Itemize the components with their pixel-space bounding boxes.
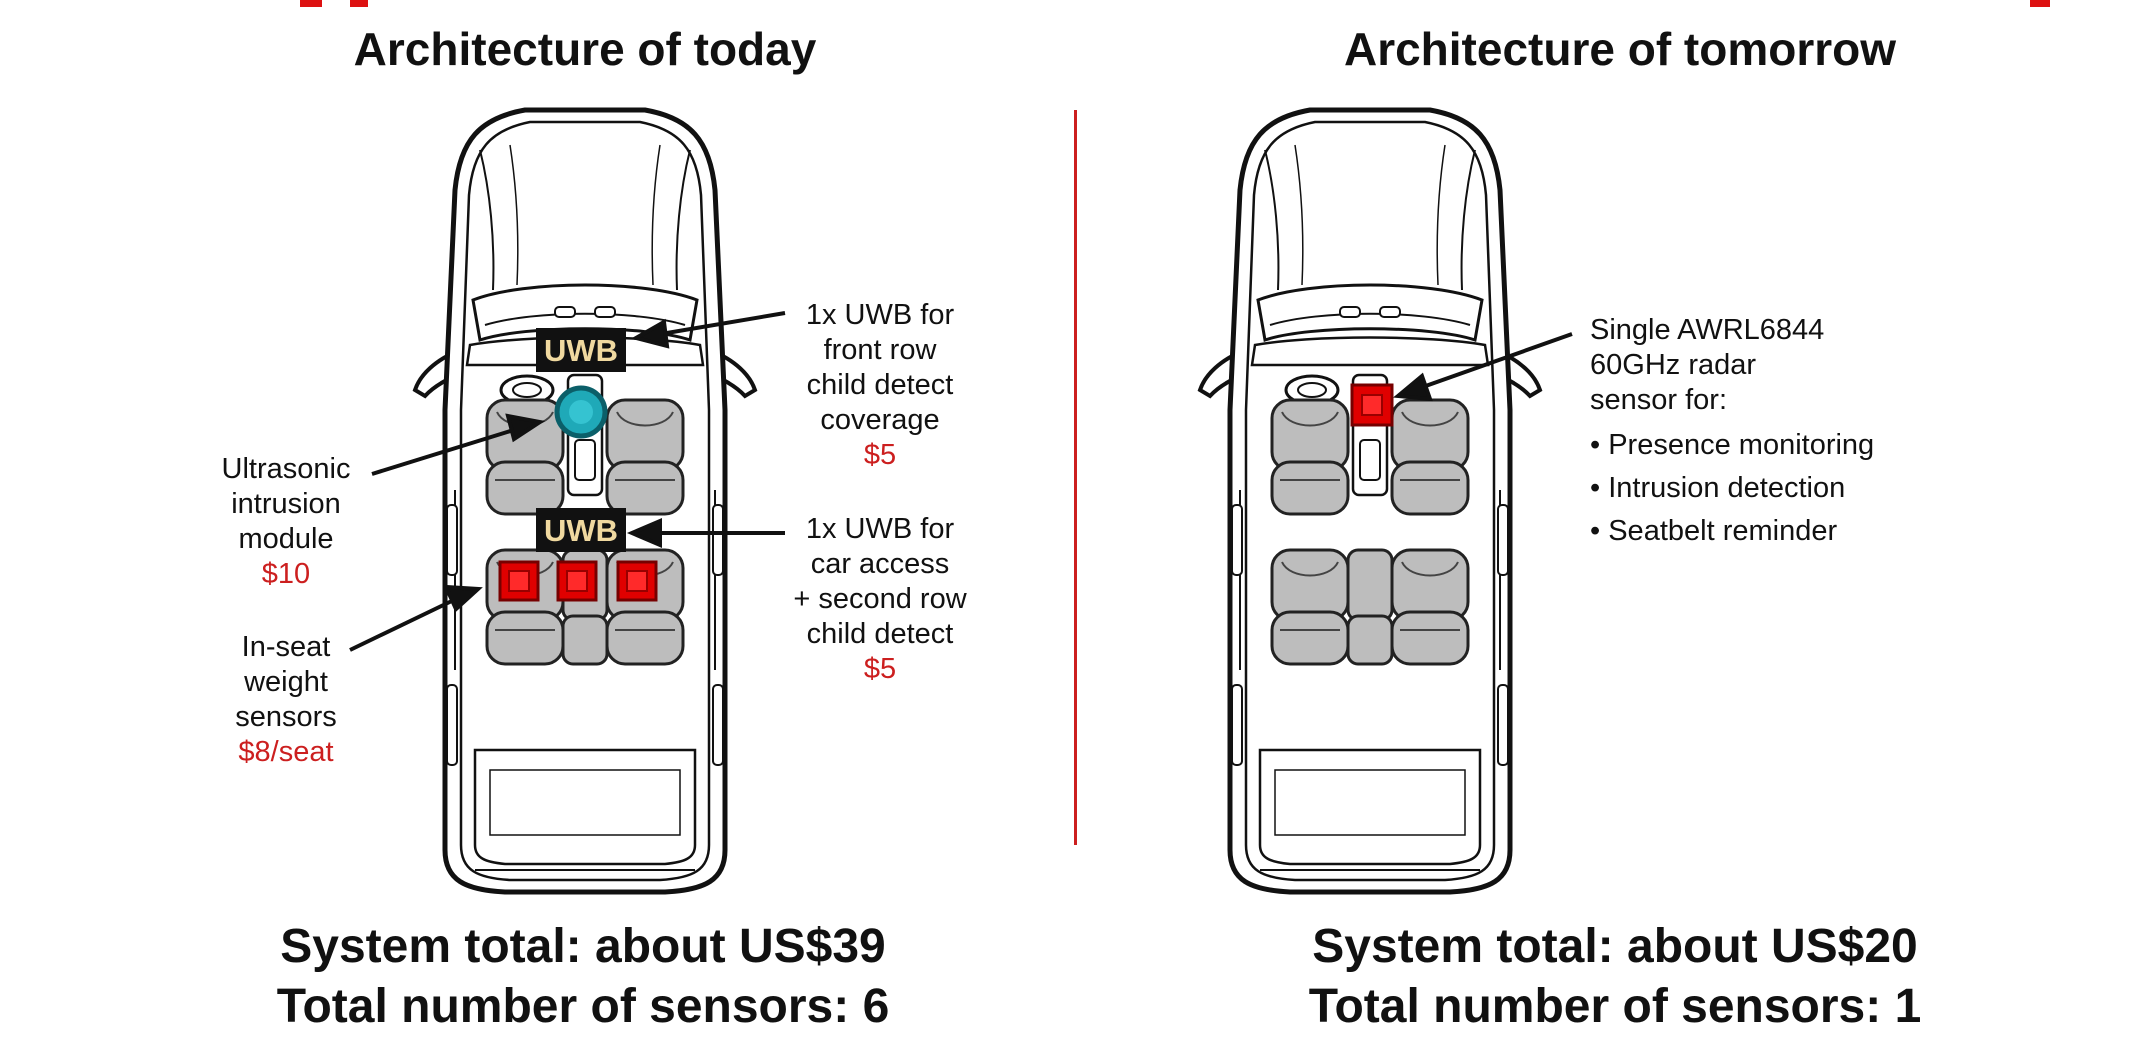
annotation-arrows-left: [349, 311, 786, 652]
uwb-access-annotation: 1x UWB for car access + second row child…: [793, 513, 967, 685]
left-title: Architecture of today: [353, 23, 817, 75]
header-remnant-left: [300, 0, 322, 7]
weight-sensor-price: $8/seat: [238, 736, 334, 768]
right-car: [1200, 110, 1540, 892]
weight-sensor-icon: [556, 560, 598, 602]
ultrasonic-price: $10: [261, 558, 311, 590]
right-title: Architecture of tomorrow: [1343, 23, 1897, 75]
weight-sensor-annotation: In-seat weight sensors $8/seat: [235, 631, 337, 768]
weight-sensor-icon: [498, 560, 540, 602]
uwb-front-annotation: 1x UWB for front row child detect covera…: [805, 299, 955, 471]
divider-line: [1074, 110, 1077, 845]
svg-text:UWB: UWB: [544, 333, 618, 368]
radar-description: Single AWRL6844 60GHz radar sensor for: …: [1590, 313, 1874, 553]
radar-feature-list: Presence monitoring Intrusion detection …: [1590, 424, 1874, 553]
right-totals: System total: about US$20 Total number o…: [1309, 917, 1922, 1037]
ultrasonic-module-icon: [554, 385, 608, 439]
header-remnant-right: [2030, 0, 2050, 7]
list-item: Intrusion detection: [1590, 467, 1874, 510]
uwb-rear-icon: UWB: [536, 508, 626, 552]
ultrasonic-annotation: Ultrasonic intrusion module $10: [221, 453, 351, 590]
left-totals: System total: about US$39 Total number o…: [277, 917, 890, 1037]
annotation-arrow-right: [1393, 332, 1573, 402]
svg-text:UWB: UWB: [544, 513, 618, 548]
right-sensor-count: Total number of sensors: 1: [1308, 980, 1922, 1033]
left-sensor-count: Total number of sensors: 6: [276, 980, 890, 1033]
header-remnant-left-2: [350, 0, 368, 7]
right-system-total: System total: about US$20: [1312, 920, 1918, 973]
uwb-front-price: $5: [863, 439, 897, 471]
radar-sensor-icon: [1350, 383, 1394, 427]
uwb-front-icon: UWB: [536, 328, 626, 372]
list-item: Seatbelt reminder: [1590, 510, 1874, 553]
uwb-access-price: $5: [863, 653, 897, 685]
left-system-total: System total: about US$39: [280, 920, 886, 973]
left-car: [415, 110, 755, 892]
list-item: Presence monitoring: [1590, 424, 1874, 467]
weight-sensor-icon: [616, 560, 658, 602]
